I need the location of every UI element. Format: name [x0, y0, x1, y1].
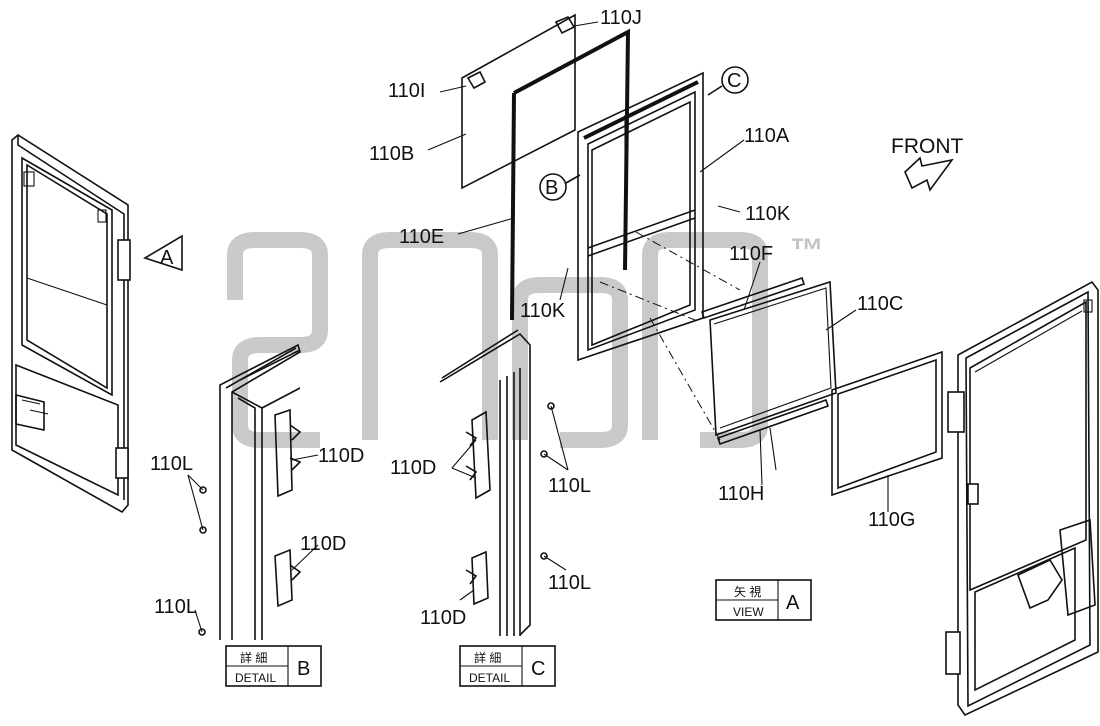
- front-label: FRONT: [891, 135, 963, 158]
- watermark: ™: [227, 232, 824, 448]
- callout-b-letter: B: [545, 177, 558, 199]
- watermark-glyph-n: [362, 232, 498, 440]
- watermark-tm: ™: [790, 232, 824, 270]
- label-110i: 110I: [388, 80, 425, 102]
- watermark-glyph-a: [227, 232, 328, 448]
- left-door-drawing: [11, 134, 131, 514]
- part-labels: 110J 110I 110B 110A 110K 110E 110F 110K …: [150, 7, 915, 629]
- watermark-glyph-b: [642, 232, 768, 448]
- callout-b-top: B: [539, 173, 581, 201]
- seal-110g: [831, 350, 943, 497]
- view-box-letter: A: [786, 592, 800, 614]
- label-110c: 110C: [857, 293, 903, 315]
- label-110f: 110F: [729, 243, 773, 265]
- detail-b-box: 詳 細 DETAIL B: [225, 645, 322, 687]
- front-indicator: FRONT: [891, 135, 963, 192]
- label-110l-b2: 110L: [154, 596, 197, 618]
- right-door-drawing: [945, 280, 1099, 717]
- seal-110e: [510, 28, 631, 321]
- label-110k-2: 110K: [520, 300, 566, 322]
- label-110b: 110B: [369, 143, 414, 165]
- label-110d-c1: 110D: [390, 457, 436, 479]
- watermark-glyph-c: [512, 277, 628, 448]
- detail-b-column: [198, 343, 302, 640]
- detail-b-letter: B: [297, 658, 310, 680]
- label-110j: 110J: [600, 7, 642, 29]
- strip-110f: [700, 276, 806, 320]
- detail-c-jp: 詳 細: [474, 650, 501, 665]
- view-arrow-letter: A: [160, 247, 174, 269]
- view-a-arrow: A: [143, 234, 183, 272]
- detail-c-en: DETAIL: [469, 671, 510, 685]
- view-box-jp: 矢 視: [734, 584, 761, 599]
- label-110k-1: 110K: [745, 203, 791, 225]
- detail-c-column: [439, 329, 555, 636]
- label-110d-b1: 110D: [318, 445, 364, 467]
- detail-b-en: DETAIL: [235, 671, 276, 685]
- label-110h: 110H: [718, 483, 764, 505]
- strip-110h: [716, 398, 830, 446]
- glass-110b: [461, 13, 576, 190]
- label-110e: 110E: [399, 226, 444, 248]
- callout-c-letter: C: [727, 70, 741, 92]
- detail-c-letter: C: [531, 658, 545, 680]
- label-110a: 110A: [744, 125, 790, 147]
- callout-c-top: C: [707, 66, 749, 96]
- glass-110c: [599, 231, 837, 446]
- label-110l-c1: 110L: [548, 475, 591, 497]
- label-110l-b1: 110L: [150, 453, 193, 475]
- detail-b-jp: 詳 細: [240, 650, 267, 665]
- frame-110a: [577, 71, 704, 362]
- label-110l-c2: 110L: [548, 572, 591, 594]
- detail-c-box: 詳 細 DETAIL C: [459, 645, 556, 687]
- leader-lines: [187, 21, 889, 633]
- label-110d-b2: 110D: [300, 533, 346, 555]
- view-box-en: VIEW: [733, 605, 764, 619]
- label-110g: 110G: [868, 509, 915, 531]
- label-110d-c2: 110D: [420, 607, 466, 629]
- view-a-box: 矢 視 VIEW A: [715, 579, 812, 621]
